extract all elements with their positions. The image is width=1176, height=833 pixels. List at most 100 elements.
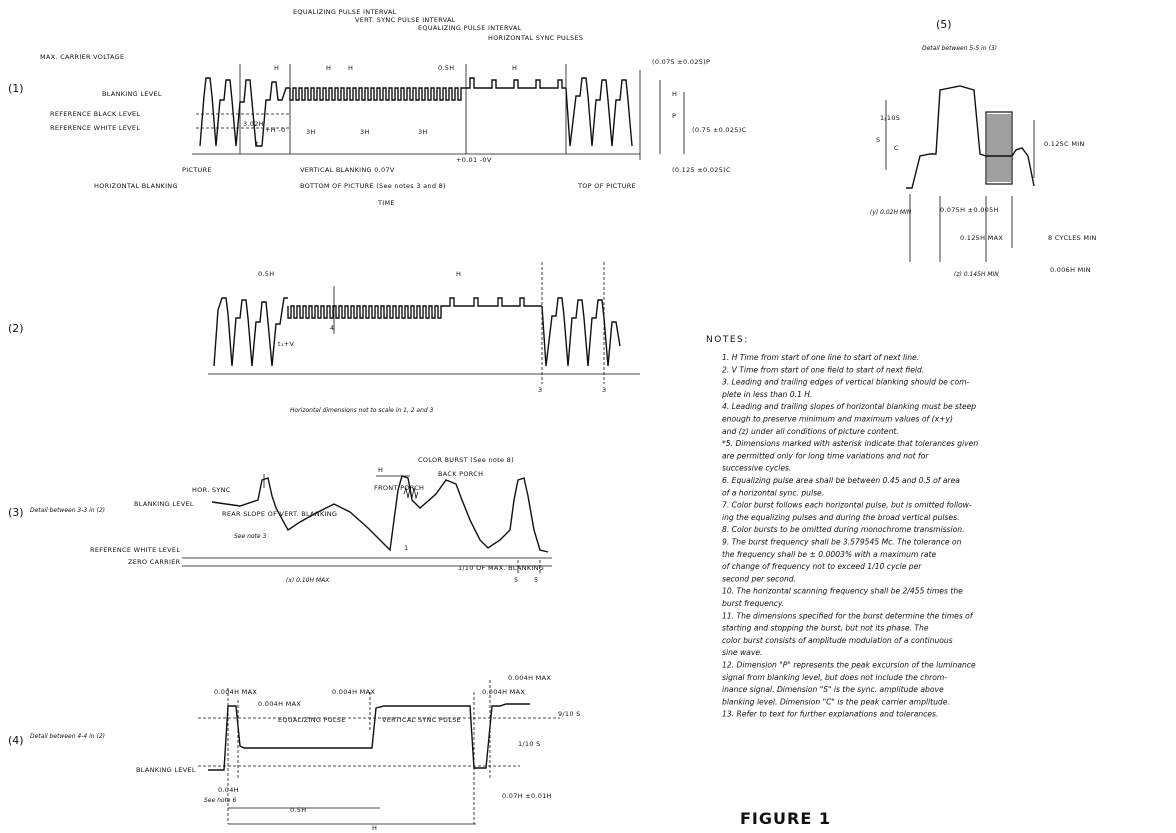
label-3-02h-tol: +H -0 — [265, 126, 285, 134]
label-2-three-b: 3 — [602, 386, 606, 394]
label-3-reference-white: REFERENCE WHITE LEVEL — [90, 546, 180, 554]
label-4-d004: 0.04H — [218, 786, 239, 794]
note-line: second per second. — [722, 574, 796, 583]
note-line: 7. Color burst follows each horizontal p… — [722, 501, 972, 510]
label-time: TIME — [377, 199, 395, 207]
label-5-d0125c: 0.125C MIN — [1044, 140, 1085, 148]
panel-1-waveform-left — [199, 77, 290, 147]
label-vb-tolerance: +0.01 -0V — [456, 156, 492, 164]
panel-2-caption: Horizontal dimensions not to scale in 1,… — [290, 407, 434, 414]
label-picture: PICTURE — [182, 166, 212, 174]
notes-list: 1. H Time from start of one line to star… — [721, 353, 978, 719]
label-dim-h: H — [672, 90, 677, 98]
label-3-five-b: 5 — [534, 576, 538, 584]
label-top-of-picture: TOP OF PICTURE — [577, 182, 636, 190]
label-5-d006: 0.006H MIN — [1050, 266, 1091, 274]
note-line: and (z) under all conditions of picture … — [722, 427, 899, 436]
panel-1-pulse-comb — [289, 87, 466, 101]
label-5-c: C — [894, 144, 899, 152]
panel-1-number: (1) — [8, 82, 24, 95]
notes-block: NOTES: 1. H Time from start of one line … — [706, 335, 978, 719]
label-max-carrier: MAX. CARRIER VOLTAGE — [40, 53, 124, 61]
label-4-d07h: 0.07H ±0.01H — [502, 792, 552, 800]
label-3-h-mark: H — [378, 466, 383, 474]
note-line: 9. The burst frequency shall be 3.579545… — [722, 538, 962, 547]
label-3h-a: 3H — [306, 128, 316, 136]
label-2-t1v: t₁+V — [278, 340, 295, 348]
panel-2-waveform-left — [213, 297, 288, 367]
note-line: 12. Dimension "P" represents the peak ex… — [722, 661, 976, 670]
label-bottom-of-picture: BOTTOM OF PICTURE (See notes 3 and 8) — [300, 182, 446, 190]
note-line: 8. Color bursts to be omitted during mon… — [722, 525, 965, 534]
label-blanking-level: BLANKING LEVEL — [102, 90, 162, 98]
panel-1-hsync-pulses — [466, 77, 566, 89]
label-4-d-h: H — [372, 824, 377, 832]
panel-1: (1) EQUALIZING PULSE INTERVAL VERT. SYNC… — [8, 8, 746, 207]
label-4-d05h: 0.5H — [290, 806, 306, 814]
note-line: 1. H Time from start of one line to star… — [722, 353, 919, 362]
panel-5-detail: Detail between 5-5 in (3) — [922, 45, 997, 52]
panel-2-hsync-pulses — [444, 297, 542, 307]
label-5-s: S — [876, 136, 880, 144]
note-line: 6. Equalizing pulse area shall be betwee… — [722, 476, 960, 485]
label-3-x-max: (x) 0.10H MAX — [286, 577, 330, 584]
note-line: of a horizontal sync. pulse. — [722, 488, 824, 497]
note-line: *5. Dimensions marked with asterisk indi… — [722, 439, 978, 448]
panel-2-number: (2) — [8, 322, 24, 335]
panel-1-waveform-right — [565, 77, 633, 147]
note-line: enough to preserve minimum and maximum v… — [722, 415, 953, 424]
panel-5: (5) Detail between 5-5 in (3) 1/10S S C … — [870, 18, 1096, 278]
label-3-zero-carrier: ZERO CARRIER — [128, 558, 181, 566]
label-vertical-blanking: VERTICAL BLANKING 0.07V — [300, 166, 395, 174]
panel-4: (4) Detail between 4-4 in (2) 0.004H MAX… — [8, 674, 581, 832]
figure-label: FIGURE 1 — [740, 809, 831, 828]
panel-5-burst-lines — [987, 114, 1011, 182]
label-4-nine-tenth: 9/10 S — [558, 710, 581, 718]
note-line: blanking level. Dimension "C" is the pea… — [722, 697, 950, 706]
label-3-one: 1 — [404, 544, 408, 552]
label-4-d0004-a: 0.004H MAX — [214, 688, 257, 696]
label-3h-c: 3H — [418, 128, 428, 136]
label-4-blanking-level: BLANKING LEVEL — [136, 766, 196, 774]
label-dim-125c: (0.125 ±0.025)C — [672, 166, 731, 174]
panel-4-waveform — [208, 703, 530, 771]
label-3-color-burst: COLOR BURST (See note 8) — [418, 456, 514, 464]
panel-2-pulse-comb — [287, 305, 444, 319]
label-5-d014: (z) 0.145H MIN — [954, 271, 999, 278]
note-line: 13. Refer to text for further explanatio… — [722, 710, 938, 719]
note-line: 2. V Time from start of one field to sta… — [722, 365, 924, 374]
panel-2: (2) 0.5H H 4 t₁+V 3 3 Horizontal dimensi… — [8, 262, 640, 414]
panel-2-waveform-right — [541, 297, 621, 367]
label-h-1: H — [274, 64, 279, 72]
panel-5-waveform — [906, 85, 1035, 189]
label-4-equalizing-pulse: EQUALIZING PULSE — [278, 716, 346, 724]
label-t: t — [256, 140, 259, 148]
label-5-one-tenth: 1/10S — [880, 114, 900, 122]
label-2-four: 4 — [330, 324, 334, 332]
label-5-d0125h: 0.125H MAX — [960, 234, 1003, 242]
label-3-hor-sync: HOR. SYNC — [192, 486, 231, 494]
label-2-0-5h: 0.5H — [258, 270, 274, 278]
label-2-three-a: 3 — [538, 386, 542, 394]
label-3-see-note-3: See note 3 — [234, 533, 267, 540]
panel-3: (3) Detail between 3-3 in (2) HOR. SYNC … — [8, 456, 552, 584]
note-line: the frequency shall be ± 0.0003% with a … — [722, 550, 937, 559]
note-line: starting and stopping the burst, but not… — [722, 624, 929, 633]
label-4-one-tenth: 1/10 S — [518, 740, 541, 748]
label-vert-sync-pulse: VERT. SYNC PULSE INTERVAL — [355, 16, 456, 24]
label-horizontal-blanking: HORIZONTAL BLANKING — [94, 182, 178, 190]
label-3h-b: 3H — [360, 128, 370, 136]
label-4-vertical-sync: VERTICAL SYNC PULSE — [382, 716, 461, 724]
note-line: are permitted only for long time variati… — [722, 451, 929, 460]
panel-3-number: (3) — [8, 506, 24, 519]
note-line: sine wave. — [722, 648, 762, 657]
panel-4-number: (4) — [8, 734, 24, 747]
label-reference-white: REFERENCE WHITE LEVEL — [50, 124, 140, 132]
label-equalizing-pulse-1: EQUALIZING PULSE INTERVAL — [293, 8, 397, 16]
panel-3-burst — [403, 486, 419, 500]
label-5-y-min: (y) 0.02H MIN — [870, 209, 912, 216]
label-horizontal-sync-pulses: HORIZONTAL SYNC PULSES — [488, 34, 583, 42]
label-equalizing-pulse-2: EQUALIZING PULSE INTERVAL — [418, 24, 522, 32]
label-dim-075p: (0.075 ±0.025)P — [652, 58, 710, 66]
notes-title: NOTES: — [706, 335, 749, 345]
